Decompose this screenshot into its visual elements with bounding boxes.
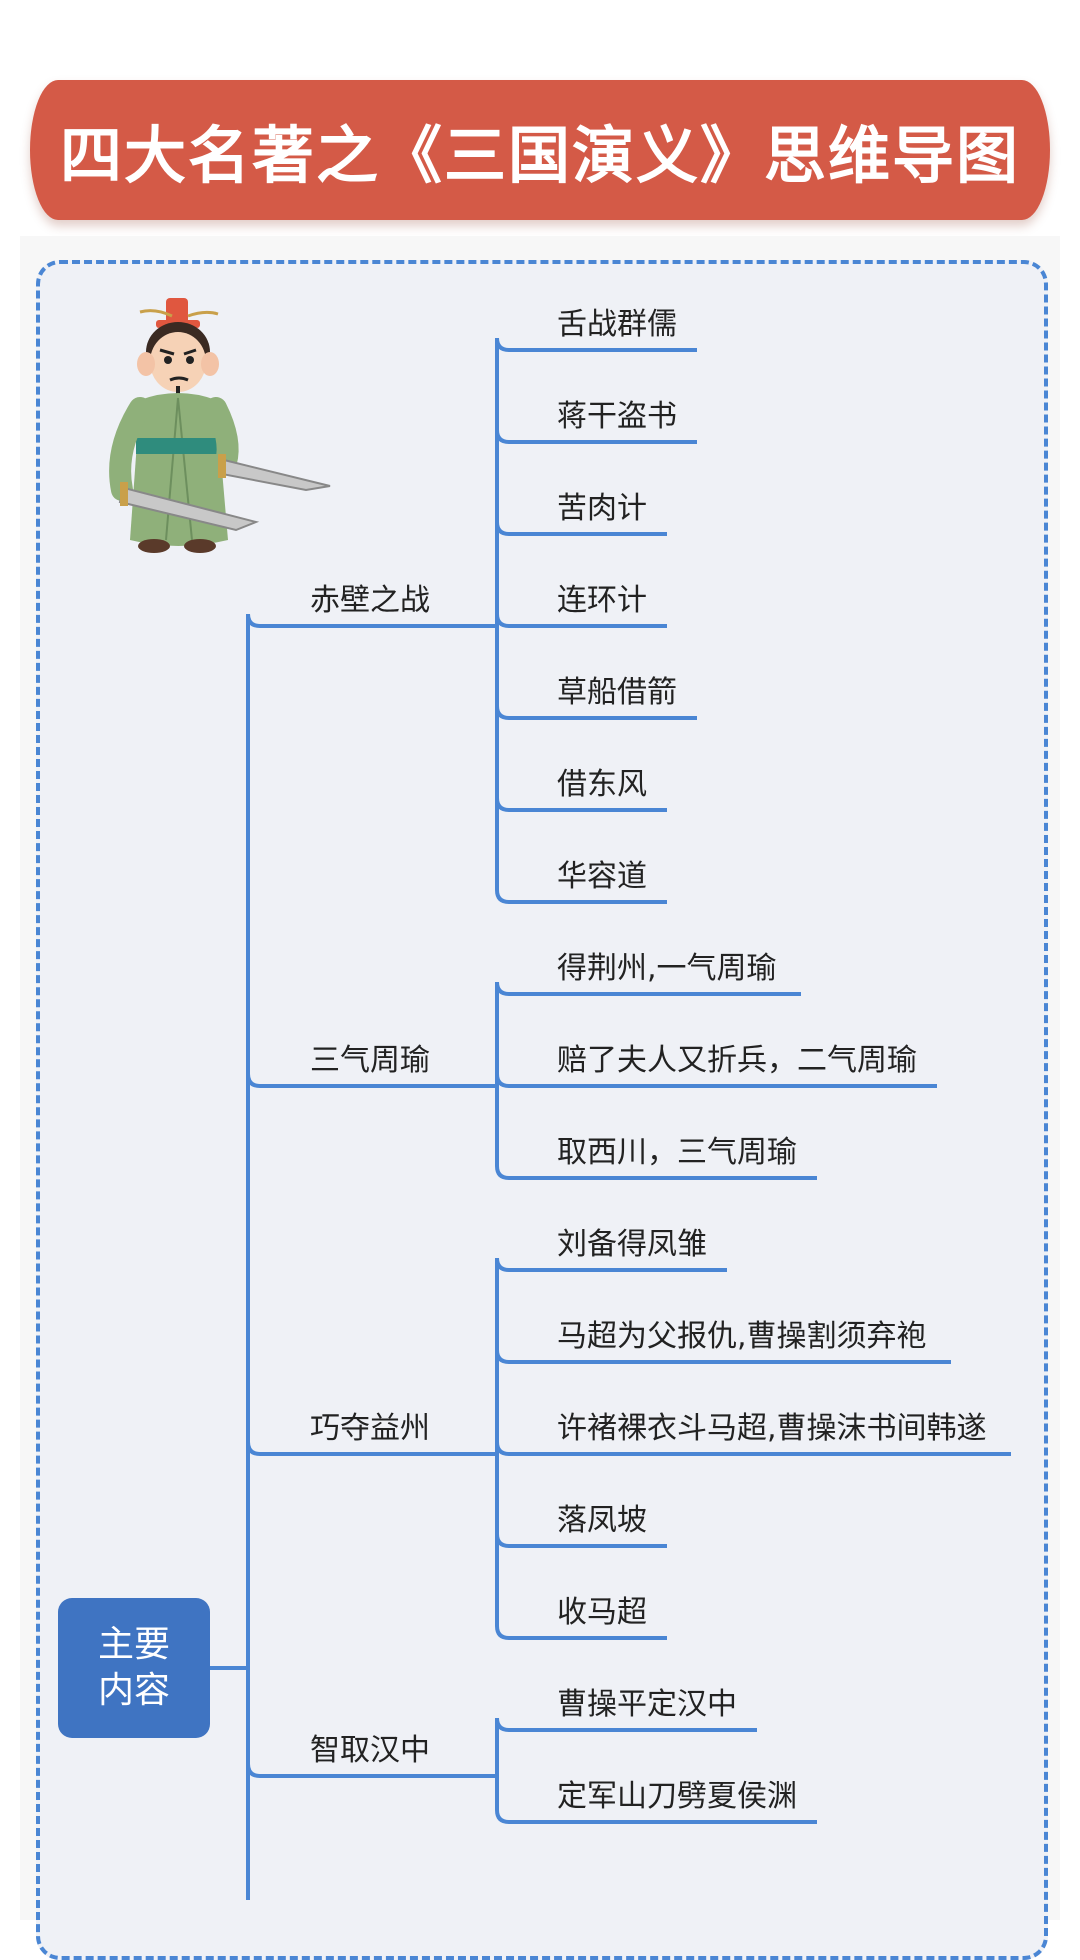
root-node: 主要内容: [58, 1598, 210, 1738]
leaf-node: 连环计: [557, 583, 647, 618]
leaf-node: 收马超: [557, 1595, 647, 1630]
leaf-node: 蒋干盗书: [557, 399, 677, 434]
leaf-node: 曹操平定汉中: [557, 1687, 737, 1722]
leaf-node: 借东风: [557, 767, 647, 802]
title-banner: 四大名著之《三国演义》思维导图: [30, 80, 1050, 220]
leaf-node: 落凤坡: [557, 1503, 647, 1538]
leaf-connector: [495, 1165, 817, 1180]
branch-node: 巧夺益州: [310, 1411, 430, 1446]
leaf-node: 苦肉计: [557, 491, 647, 526]
leaf-node: 舌战群儒: [557, 307, 677, 342]
leaf-node: 定军山刀劈夏侯渊: [557, 1779, 797, 1814]
branch-node: 智取汉中: [310, 1733, 430, 1768]
leaf-node: 取西川，三气周瑜: [557, 1135, 797, 1170]
leaf-connector: [495, 1625, 667, 1640]
leaf-node: 许褚裸衣斗马超,曹操沫书间韩遂: [557, 1411, 987, 1446]
root-node-label: 主要内容: [97, 1624, 170, 1711]
leaf-node: 马超为父报仇,曹操割须弃袍: [557, 1319, 927, 1354]
leaf-node: 草船借箭: [557, 675, 677, 710]
page-title: 四大名著之《三国演义》思维导图: [59, 119, 1020, 192]
leaf-node: 得荆州,一气周瑜: [557, 951, 777, 986]
general-character-icon: [109, 298, 331, 553]
leaf-node: 刘备得凤雏: [557, 1227, 707, 1262]
hat-icon: [166, 298, 188, 324]
leaf-connector: [495, 1809, 817, 1824]
leaf-connector: [495, 889, 667, 904]
leaf-node: 华容道: [557, 859, 647, 894]
branch-node: 三气周瑜: [310, 1043, 430, 1078]
branch-node: 赤壁之战: [310, 583, 430, 618]
leaf-node: 赔了夫人又折兵，二气周瑜: [557, 1043, 917, 1078]
mindmap-connectors: [210, 337, 1011, 1900]
